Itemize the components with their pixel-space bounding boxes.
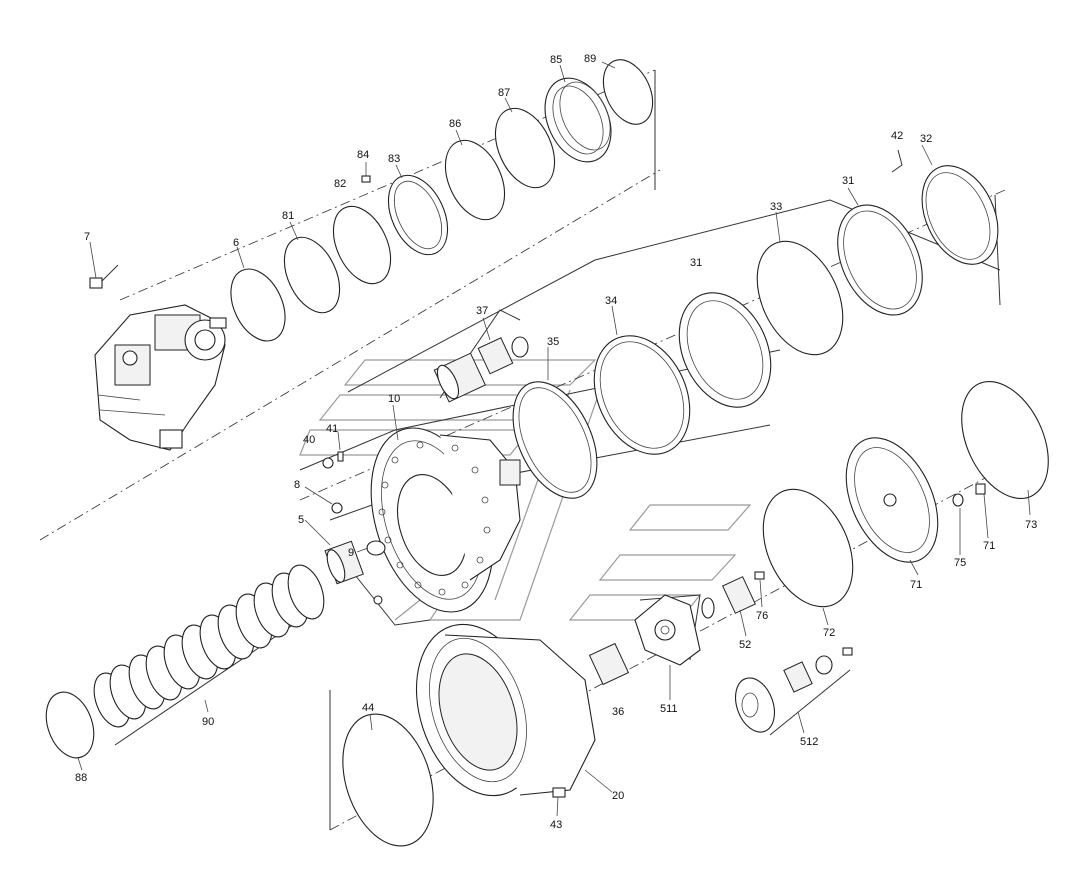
label-6: 6 <box>233 237 239 249</box>
label-84: 84 <box>357 149 369 161</box>
plug-43 <box>552 787 566 798</box>
leader-lines <box>77 61 1031 817</box>
ring-87 <box>494 107 556 189</box>
label-86: 86 <box>449 118 461 130</box>
ring-33 <box>756 240 844 356</box>
pin-42 <box>891 149 903 173</box>
label-75: 75 <box>954 557 966 569</box>
gear-36 <box>588 642 630 686</box>
ring-72 <box>762 488 854 608</box>
o-ring-6 <box>230 268 286 342</box>
label-44: 44 <box>362 702 374 714</box>
label-37: 37 <box>476 305 488 317</box>
label-42: 42 <box>891 130 903 142</box>
gear-assembly-512 <box>735 647 853 733</box>
bolt-lower <box>373 595 383 605</box>
label-5: 5 <box>298 514 304 526</box>
label-89: 89 <box>584 53 596 65</box>
nut-40 <box>322 457 334 469</box>
label-88: 88 <box>75 772 87 784</box>
label-512: 512 <box>800 736 818 748</box>
gear-52 <box>701 576 756 619</box>
label-511: 511 <box>660 703 678 715</box>
hub-bolt-holes <box>378 441 491 596</box>
label-90: 90 <box>202 716 214 728</box>
label-20: 20 <box>612 790 624 802</box>
label-76: 76 <box>756 610 768 622</box>
label-81: 81 <box>282 210 294 222</box>
gear-5 <box>324 540 364 585</box>
o-ring-75 <box>952 493 964 507</box>
ring-32 <box>921 165 999 265</box>
label-71-plug: 71 <box>983 540 995 552</box>
bearing-31-right <box>837 204 923 316</box>
part-labels: 85 89 87 86 84 83 82 81 6 7 42 32 31 33 … <box>75 53 1037 831</box>
label-10: 10 <box>388 393 400 405</box>
label-31-center: 31 <box>690 257 702 269</box>
label-31-top: 31 <box>842 175 854 187</box>
label-40: 40 <box>303 434 315 446</box>
label-72: 72 <box>823 627 835 639</box>
cover-71 <box>845 437 939 563</box>
ring-34 <box>593 335 691 455</box>
hub-10 <box>370 427 521 613</box>
gear-37 <box>433 336 529 403</box>
label-32: 32 <box>920 133 932 145</box>
nut-8 <box>331 502 343 514</box>
label-8: 8 <box>294 479 300 491</box>
plug-71 <box>975 483 986 495</box>
label-7: 7 <box>84 231 90 243</box>
label-87: 87 <box>498 87 510 99</box>
label-35: 35 <box>547 336 559 348</box>
carrier-511 <box>634 594 701 666</box>
label-43: 43 <box>550 819 562 831</box>
label-85: 85 <box>550 54 562 66</box>
label-52: 52 <box>739 639 751 651</box>
seal-85 <box>544 77 612 163</box>
o-ring-9 <box>366 540 386 556</box>
label-83: 83 <box>388 153 400 165</box>
label-9: 9 <box>348 547 354 559</box>
seal-83 <box>387 174 449 256</box>
label-34: 34 <box>605 295 617 307</box>
pin-41 <box>337 451 344 462</box>
ring-89 <box>602 59 654 125</box>
label-36: 36 <box>612 706 624 718</box>
label-73: 73 <box>1025 519 1037 531</box>
label-33: 33 <box>770 201 782 213</box>
bearing-31-center <box>678 292 772 408</box>
pin-84 <box>361 175 371 183</box>
label-41: 41 <box>326 423 338 435</box>
ring-86 <box>444 139 506 221</box>
ring-81 <box>283 236 341 314</box>
pin-76 <box>754 571 765 580</box>
ring-73 <box>961 381 1049 499</box>
disc-stack-90 <box>93 564 325 728</box>
ring-35 <box>512 381 598 499</box>
housing-20 <box>415 623 596 797</box>
ring-88 <box>45 691 95 759</box>
label-82: 82 <box>334 178 346 190</box>
hydraulic-motor <box>94 304 227 451</box>
ring-44 <box>342 713 434 847</box>
ring-82 <box>332 205 392 285</box>
label-71-cover: 71 <box>910 579 922 591</box>
